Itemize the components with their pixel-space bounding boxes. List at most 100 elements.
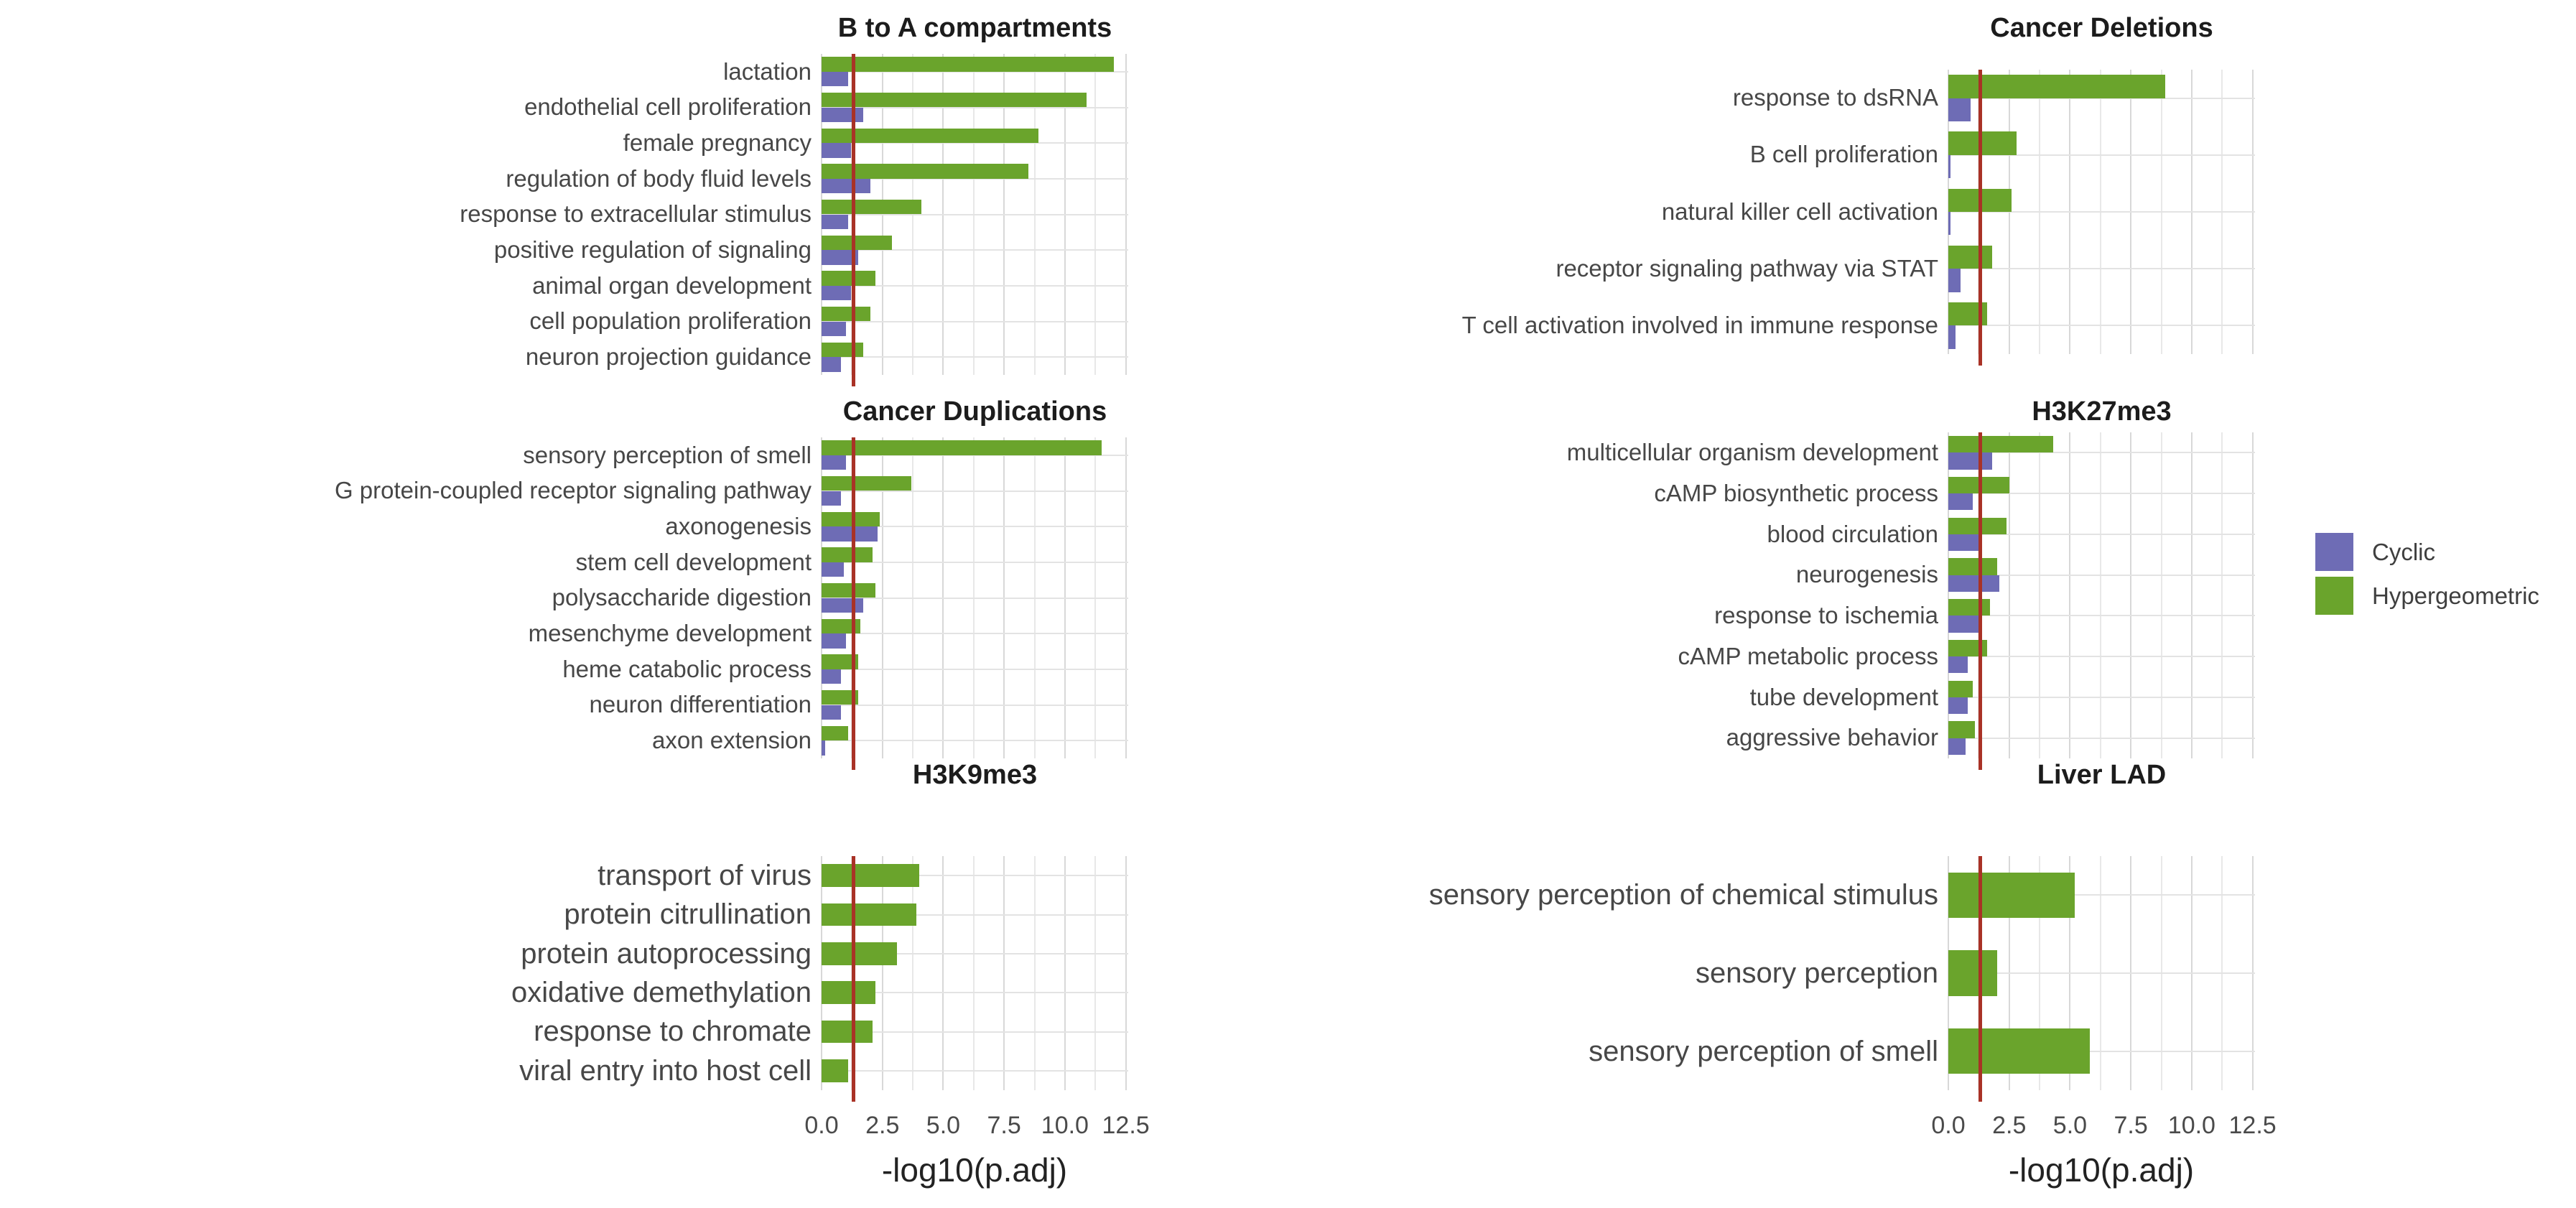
category-label: axonogenesis [665,512,812,539]
bar-cyclic [822,357,842,372]
bar-hypergeometric [822,342,863,358]
bar-hypergeometric [822,903,917,926]
bar-hypergeometric [822,583,875,598]
gridline-horizontal [1948,493,2255,495]
bar-cyclic [1948,325,1956,349]
category-label: neurogenesis [1795,561,1938,588]
x-tick-label: 12.5 [1102,1112,1150,1139]
bar-hypergeometric [822,307,870,322]
threshold-line [1979,856,1983,1102]
category-label: response to extracellular stimulus [460,200,812,228]
bar-cyclic [1948,212,1951,236]
category-label: sensory perception [1696,957,1938,989]
bar-cyclic [822,491,842,506]
bar-cyclic [1948,656,1968,674]
gridline-horizontal [822,70,1128,73]
bar-cyclic [822,71,849,87]
category-label: natural killer cell activation [1661,198,1938,225]
threshold-line [1979,70,1983,366]
category-label: protein citrullination [564,898,812,931]
gridline-horizontal [1948,268,2255,270]
gridline-vertical-minor [2160,432,2162,758]
category-label: axon extension [652,726,812,753]
category-label: neuron projection guidance [525,343,812,370]
legend-item-label: Hypergeometric [2372,582,2539,609]
bar-cyclic [822,285,851,301]
category-label: cAMP biosynthetic process [1654,479,1938,506]
gridline-horizontal [1948,211,2255,213]
bar-hypergeometric [822,1059,849,1082]
category-label: mesenchyme development [528,619,812,646]
gridline-vertical-major [1948,432,1949,758]
bar-hypergeometric [1948,1028,2090,1074]
panel-title: H3K27me3 [2032,396,2172,427]
gridline-vertical-major [881,856,883,1090]
bar-cyclic [1948,575,2000,592]
bar-cyclic [1948,493,1973,511]
category-label: response to chromate [534,1016,812,1048]
gridline-horizontal [822,177,1128,180]
gridline-horizontal [1948,452,2255,454]
bar-cyclic [1948,154,1951,179]
gridline-vertical-major [821,856,822,1090]
x-tick-label: 10.0 [1041,1112,1089,1139]
category-labels: sensory perception of chemical stimulus s… [1209,856,1948,1090]
category-label: sensory perception of chemical stimulus [1428,879,1938,911]
threshold-line [852,54,856,386]
threshold-line [852,437,856,770]
x-tick-label: 7.5 [987,1112,1021,1139]
legend-item-label: Cyclic [2372,538,2435,565]
gridline-vertical-major [1125,856,1127,1090]
bar-cyclic [822,321,846,336]
category-label: lactation [723,57,812,85]
bar-hypergeometric [822,654,858,669]
gridline-horizontal [1948,574,2255,576]
gridline-horizontal [822,597,1128,599]
gridline-vertical-major [1064,856,1066,1090]
category-label: stem cell development [575,548,812,575]
category-label: endothelial cell proliferation [524,93,812,121]
gridline-horizontal [822,213,1128,215]
gridline-horizontal [822,704,1128,706]
category-label: receptor signaling pathway via STAT [1556,254,1938,282]
gridline-horizontal [822,914,1128,916]
legend-swatch-hypergeometric-icon [2315,577,2353,615]
gridline-horizontal [822,875,1128,877]
category-label: animal organ development [532,271,812,299]
panel-title: Cancer Duplications [842,396,1107,427]
legend-item-hypergeometric: Hypergeometric [2315,577,2539,615]
bar-hypergeometric [822,271,875,286]
gridline-horizontal [822,526,1128,528]
gridline-horizontal [1948,972,2255,974]
bar-hypergeometric [822,200,921,215]
category-labels: multicellular organism development cAMP b… [1209,432,1948,758]
gridline-vertical-minor [912,856,914,1090]
gridline-horizontal [1948,533,2255,535]
bar-hypergeometric [1948,950,1997,996]
gridline-horizontal [822,454,1128,456]
gridline-horizontal [1948,154,2255,156]
gridline-horizontal [822,561,1128,563]
gridline-horizontal [822,356,1128,358]
bar-cyclic [822,633,846,649]
plot-area [821,856,1128,1102]
gridline-horizontal [822,490,1128,492]
x-tick-label: 2.5 [1992,1112,2027,1139]
bar-hypergeometric [1948,75,2165,98]
x-tick-label: 12.5 [2228,1112,2277,1139]
legend-swatch-cyclic-icon [2315,533,2353,571]
category-label: cell population proliferation [529,307,812,335]
gridline-horizontal [822,740,1128,742]
category-label: multicellular organism development [1566,439,1938,466]
gridline-vertical-minor [2221,432,2223,758]
gridline-horizontal [1948,325,2255,327]
gridline-horizontal [822,1031,1128,1033]
x-tick-label: 10.0 [2167,1112,2215,1139]
x-tick-label: 5.0 [926,1112,961,1139]
category-label: sensory perception of smell [1589,1035,1938,1067]
bar-hypergeometric [822,1020,873,1044]
plot-area [1948,70,2255,366]
bar-hypergeometric [1948,639,1988,657]
